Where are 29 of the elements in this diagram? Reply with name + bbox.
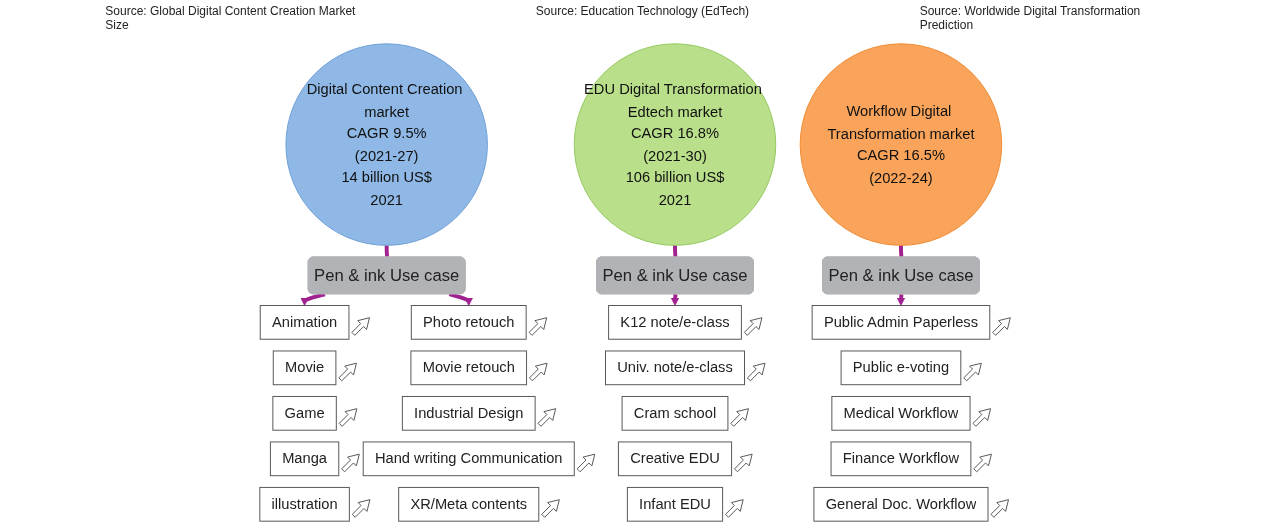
source-note: Source: Worldwide Digital Transformation Prediction	[919, 4, 1142, 32]
node-circle: Digital Content Creation market CAGR 9.5% (2021-27) 14 billion US$ 2021	[285, 43, 488, 246]
node-box: XR/Meta contents	[398, 486, 540, 522]
node-box: Public e-voting	[840, 350, 962, 386]
node-box: Animation	[259, 305, 350, 340]
node-circle: Workflow Digital Transformation market CAGR 16.5% (2022-24)	[799, 43, 1003, 246]
node-box: Cram school	[621, 395, 729, 431]
node-box: Public Admin Paperless	[811, 305, 991, 340]
node-box: Hand writing Communication	[362, 441, 575, 477]
node-box: General Doc. Workflow	[813, 486, 989, 522]
node-box: Medical Workflow	[831, 395, 971, 431]
node-box: Game	[272, 395, 337, 431]
node-box: K12 note/e-class	[608, 305, 742, 340]
arrow	[300, 292, 326, 306]
node-box: Finance Workflow	[830, 441, 972, 477]
node-box: Movie	[272, 350, 337, 386]
node-box: Movie retouch	[410, 350, 528, 386]
arrow	[448, 292, 474, 306]
node-box: Manga	[269, 441, 340, 477]
node-box: Infant EDU	[626, 486, 724, 522]
arrow	[896, 293, 906, 306]
node-box: Industrial Design	[401, 395, 536, 431]
node-box: Univ. note/e-class	[605, 350, 745, 386]
source-note: Source: Global Digital Content Creation Market Size	[105, 4, 357, 32]
node-box: Creative EDU	[617, 441, 733, 477]
arrow	[670, 293, 680, 306]
source-note: Source: Education Technology (EdTech)	[535, 4, 750, 20]
node-box: Photo retouch	[410, 305, 527, 340]
node-box: illustration	[259, 486, 350, 522]
